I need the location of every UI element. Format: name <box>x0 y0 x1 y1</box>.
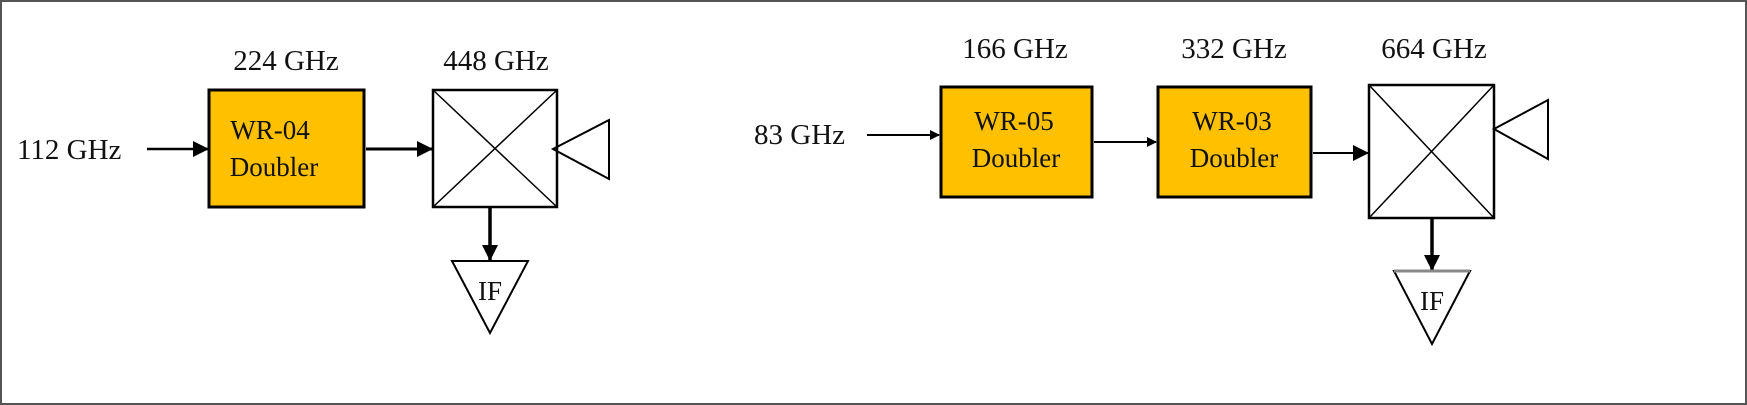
wr03-doubler-block <box>1156 85 1313 199</box>
right-chain: 83 GHz 166 GHz WR-05 Doubler 332 GHz WR-… <box>754 33 1549 347</box>
right-mixer-freq: 664 GHz <box>1381 33 1487 65</box>
wr05-label: WR-05 <box>974 106 1053 136</box>
wr05-doubler-block <box>939 85 1094 199</box>
wr05-doubler-label: Doubler <box>972 143 1060 173</box>
wr04-label: WR-04 <box>230 115 310 145</box>
mixer-icon <box>431 88 559 209</box>
wr04-doubler-label: Doubler <box>230 152 318 182</box>
doubler2-freq: 332 GHz <box>1181 33 1287 65</box>
if-amplifier-icon <box>450 260 530 336</box>
doubler1-freq: 166 GHz <box>962 33 1068 65</box>
wr04-doubler-block <box>207 88 366 209</box>
right-input-label: 83 GHz <box>754 119 845 151</box>
right-if-label: IF <box>1420 286 1444 316</box>
horn-antenna-icon <box>1491 98 1549 161</box>
left-doubler-freq: 224 GHz <box>233 45 339 77</box>
wr03-doubler-label: Doubler <box>1190 143 1278 173</box>
horn-antenna-icon <box>550 118 610 181</box>
left-chain: 112 GHz 224 GHz WR-04 Doubler 448 GHz IF <box>17 45 610 336</box>
left-input-label: 112 GHz <box>17 134 122 166</box>
left-if-label: IF <box>478 276 502 306</box>
wr03-label: WR-03 <box>1192 106 1271 136</box>
left-mixer-freq: 448 GHz <box>443 45 549 77</box>
mixer-icon <box>1367 83 1496 220</box>
